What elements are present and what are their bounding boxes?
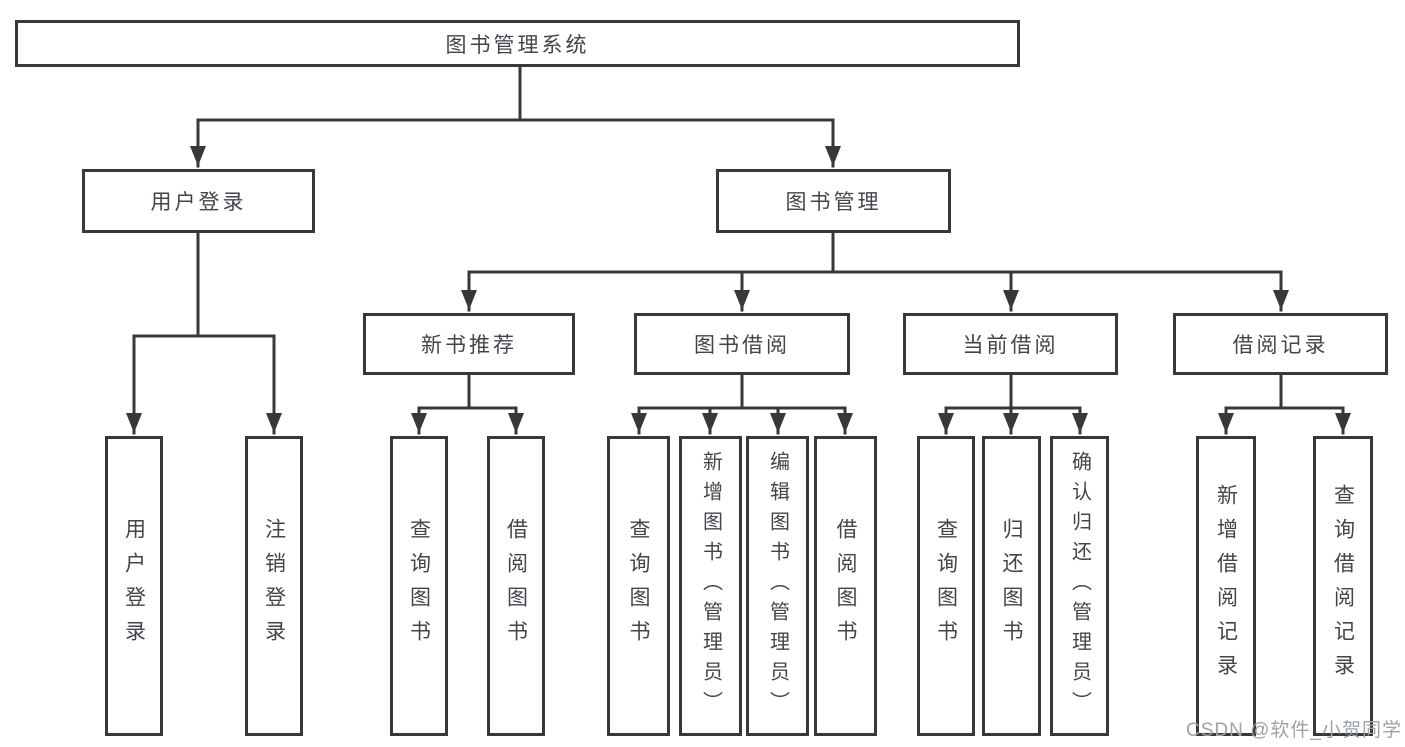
- leaf-borrow-book-label: 借阅图书: [834, 518, 857, 654]
- csdn-watermark: CSDN @软件_小贺同学: [1186, 720, 1402, 741]
- node-new-book-recommend-label: 新书推荐: [421, 334, 517, 357]
- leaf-confirm-return-admin: 确认归还（管理员）: [1050, 436, 1109, 736]
- leaf-borrow-book: 借阅图书: [814, 436, 877, 736]
- leaf-add-borrow-record-label: 新增借阅记录: [1214, 484, 1238, 688]
- leaf-user-login-label: 用户登录: [122, 518, 146, 654]
- node-borrowing-records: 借阅记录: [1173, 313, 1388, 375]
- connector-new-book-recommend: [411, 373, 524, 435]
- leaf-query-borrow-record: 查询借阅记录: [1313, 436, 1373, 736]
- leaf-return-book: 归还图书: [982, 436, 1041, 736]
- leaf-query-books-current-label: 查询图书: [934, 518, 958, 654]
- node-user-login: 用户登录: [82, 169, 315, 233]
- leaf-add-book-admin-label: 新增图书（管理员）: [699, 451, 722, 721]
- connector-borrowing-records: [1218, 373, 1351, 435]
- leaf-confirm-return-admin-label: 确认归还（管理员）: [1068, 451, 1091, 721]
- leaf-add-borrow-record: 新增借阅记录: [1196, 436, 1256, 736]
- node-user-login-label: 用户登录: [150, 191, 247, 214]
- leaf-query-borrow-record-label: 查询借阅记录: [1331, 484, 1355, 688]
- leaf-add-book-admin: 新增图书（管理员）: [679, 436, 742, 736]
- node-current-borrowing-label: 当前借阅: [962, 334, 1059, 357]
- leaf-borrow-books-recommend: 借阅图书: [487, 436, 545, 736]
- connector-current-borrowing: [938, 373, 1088, 435]
- leaf-return-book-label: 归还图书: [1000, 518, 1023, 654]
- connector-book-management: [461, 231, 1289, 312]
- connector-book-borrowing: [631, 373, 853, 435]
- leaf-user-login: 用户登录: [105, 436, 163, 736]
- connector-root: [190, 65, 841, 168]
- leaf-query-books-current: 查询图书: [917, 436, 975, 736]
- leaf-query-books-recommend-label: 查询图书: [407, 518, 431, 654]
- leaf-query-books-recommend: 查询图书: [390, 436, 448, 736]
- node-root: 图书管理系统: [15, 20, 1020, 67]
- leaf-query-books-borrowing-label: 查询图书: [627, 518, 650, 654]
- leaf-edit-book-admin-label: 编辑图书（管理员）: [766, 451, 789, 721]
- leaf-borrow-books-recommend-label: 借阅图书: [504, 518, 528, 654]
- node-book-management-label: 图书管理: [785, 191, 882, 214]
- connector-user-login: [126, 231, 282, 435]
- leaf-logout-label: 注销登录: [262, 518, 286, 654]
- node-book-borrowing-label: 图书借阅: [694, 334, 790, 357]
- node-book-borrowing: 图书借阅: [634, 313, 850, 375]
- node-borrowing-records-label: 借阅记录: [1232, 334, 1329, 357]
- node-new-book-recommend: 新书推荐: [363, 313, 575, 375]
- leaf-logout: 注销登录: [245, 436, 303, 736]
- node-root-label: 图书管理系统: [445, 33, 590, 57]
- node-current-borrowing: 当前借阅: [903, 313, 1118, 375]
- node-book-management: 图书管理: [716, 169, 951, 233]
- leaf-query-books-borrowing: 查询图书: [607, 436, 670, 736]
- leaf-edit-book-admin: 编辑图书（管理员）: [746, 436, 809, 736]
